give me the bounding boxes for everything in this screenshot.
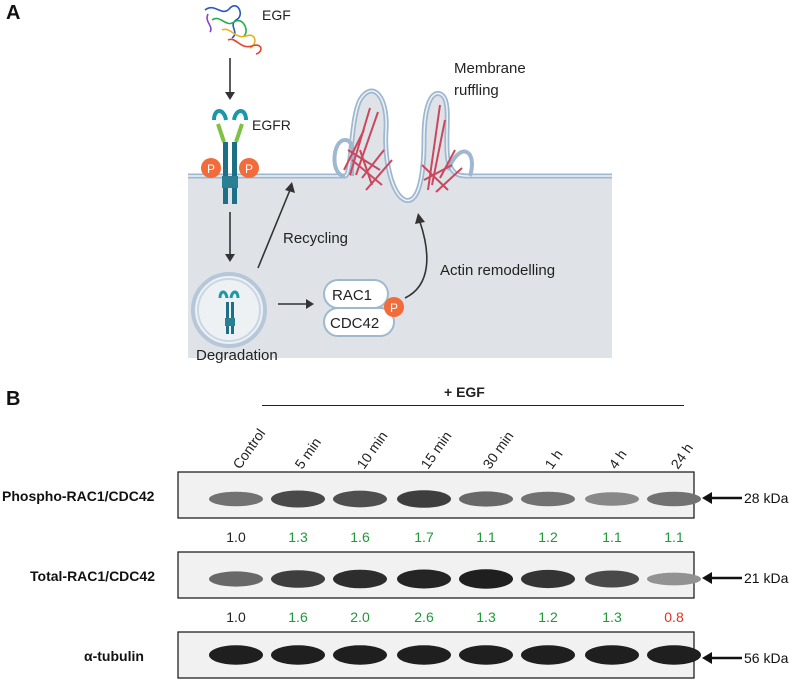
blot-band — [647, 645, 701, 665]
blot-band — [459, 491, 513, 507]
actin-filaments — [343, 104, 463, 193]
cdc42-label: CDC42 — [330, 315, 379, 332]
svg-text:P: P — [207, 162, 215, 176]
treatment-label: + EGF — [444, 384, 485, 400]
lane-label: 1 h — [541, 447, 565, 472]
quant-value: 1.1 — [602, 529, 622, 545]
lane-label: 15 min — [417, 428, 454, 472]
actin-remodelling-label: Actin remodelling — [440, 262, 555, 279]
quant-value: 1.7 — [414, 529, 434, 545]
panel-b-letter: B — [6, 388, 21, 410]
rac1-label: RAC1 — [332, 287, 372, 304]
quant-value: 1.6 — [350, 529, 370, 545]
blot-row-label: Total-RAC1/CDC42 — [30, 568, 155, 584]
cytoplasm-region — [188, 91, 612, 358]
quant-value: 1.2 — [538, 609, 558, 625]
kda-label: 28 kDa — [744, 490, 789, 506]
blot-band — [647, 491, 701, 507]
kda-label: 21 kDa — [744, 570, 789, 586]
quant-value: 1.2 — [538, 529, 558, 545]
blot-band — [397, 490, 451, 508]
blot-band — [333, 490, 387, 508]
quant-value: 2.6 — [414, 609, 434, 625]
quant-value: 1.6 — [288, 609, 308, 625]
phospho-site-right — [239, 158, 259, 178]
quant-value: 1.3 — [288, 529, 308, 545]
lane-label: 10 min — [353, 428, 390, 472]
blot-band — [397, 645, 451, 665]
panel-a-letter: A — [6, 2, 21, 24]
blot-band — [521, 645, 575, 665]
blot-band — [209, 491, 263, 507]
quant-value: 0.8 — [664, 609, 684, 625]
lane-label: 24 h — [667, 440, 696, 471]
blot-band — [585, 645, 639, 665]
panel-a-diagram: EGF EGFR P P Degradation Recycling RAC1 — [188, 5, 612, 364]
blot-band — [271, 490, 325, 508]
blot-band — [459, 569, 513, 589]
recycling-label: Recycling — [283, 230, 348, 247]
kda-label: 56 kDa — [744, 650, 789, 666]
quant-value: 1.0 — [226, 609, 246, 625]
blot-band — [585, 492, 639, 506]
egfr-receptor-icon — [212, 109, 248, 204]
blot-band — [585, 570, 639, 588]
treatment-bracket — [262, 405, 684, 406]
membrane-ruffling-label-1: Membrane — [454, 60, 526, 77]
quant-value: 2.0 — [350, 609, 370, 625]
quant-value: 1.0 — [226, 529, 246, 545]
western-blots: Phospho-RAC1/CDC42 28 kDa 1.0 1.3 1.6 1.7 1.1 1… — [2, 471, 789, 679]
lane-labels: Control 5 min 10 min 15 min 30 min 1 h 4 h 24 h — [229, 426, 696, 472]
quant-value: 1.3 — [602, 609, 622, 625]
blot-band — [209, 571, 263, 587]
blot-band — [397, 569, 451, 589]
membrane-lobe-right — [446, 149, 474, 177]
quant-value: 1.3 — [476, 609, 496, 625]
blot-band — [521, 491, 575, 507]
quant-value: 1.1 — [476, 529, 496, 545]
blot-band — [333, 645, 387, 665]
blot-band — [647, 572, 701, 586]
egf-label: EGF — [262, 7, 291, 23]
blot-band — [271, 570, 325, 588]
blot-row-label: Phospho-RAC1/CDC42 — [2, 488, 155, 504]
blot-band — [521, 569, 575, 589]
egf-ligand-icon — [204, 5, 262, 55]
lane-label: 30 min — [479, 428, 516, 472]
degradation-label: Degradation — [196, 347, 278, 364]
endosome-icon — [191, 272, 267, 348]
lane-label: 5 min — [291, 435, 324, 472]
membrane-ruffling-label-2: ruffling — [454, 82, 499, 99]
phospho-site-left — [201, 158, 221, 178]
lane-label: Control — [229, 426, 268, 472]
blot-row-label: α-tubulin — [84, 648, 144, 664]
svg-text:P: P — [390, 301, 398, 315]
lane-label: 4 h — [605, 447, 629, 472]
blot-band — [209, 645, 263, 665]
cdc42-box — [323, 307, 395, 337]
blot-band — [459, 645, 513, 665]
phospho-site-rac — [384, 297, 404, 317]
quant-value: 1.1 — [664, 529, 684, 545]
svg-text:P: P — [245, 162, 253, 176]
egfr-label: EGFR — [252, 117, 291, 133]
blot-band — [271, 645, 325, 665]
blot-band — [333, 569, 387, 589]
